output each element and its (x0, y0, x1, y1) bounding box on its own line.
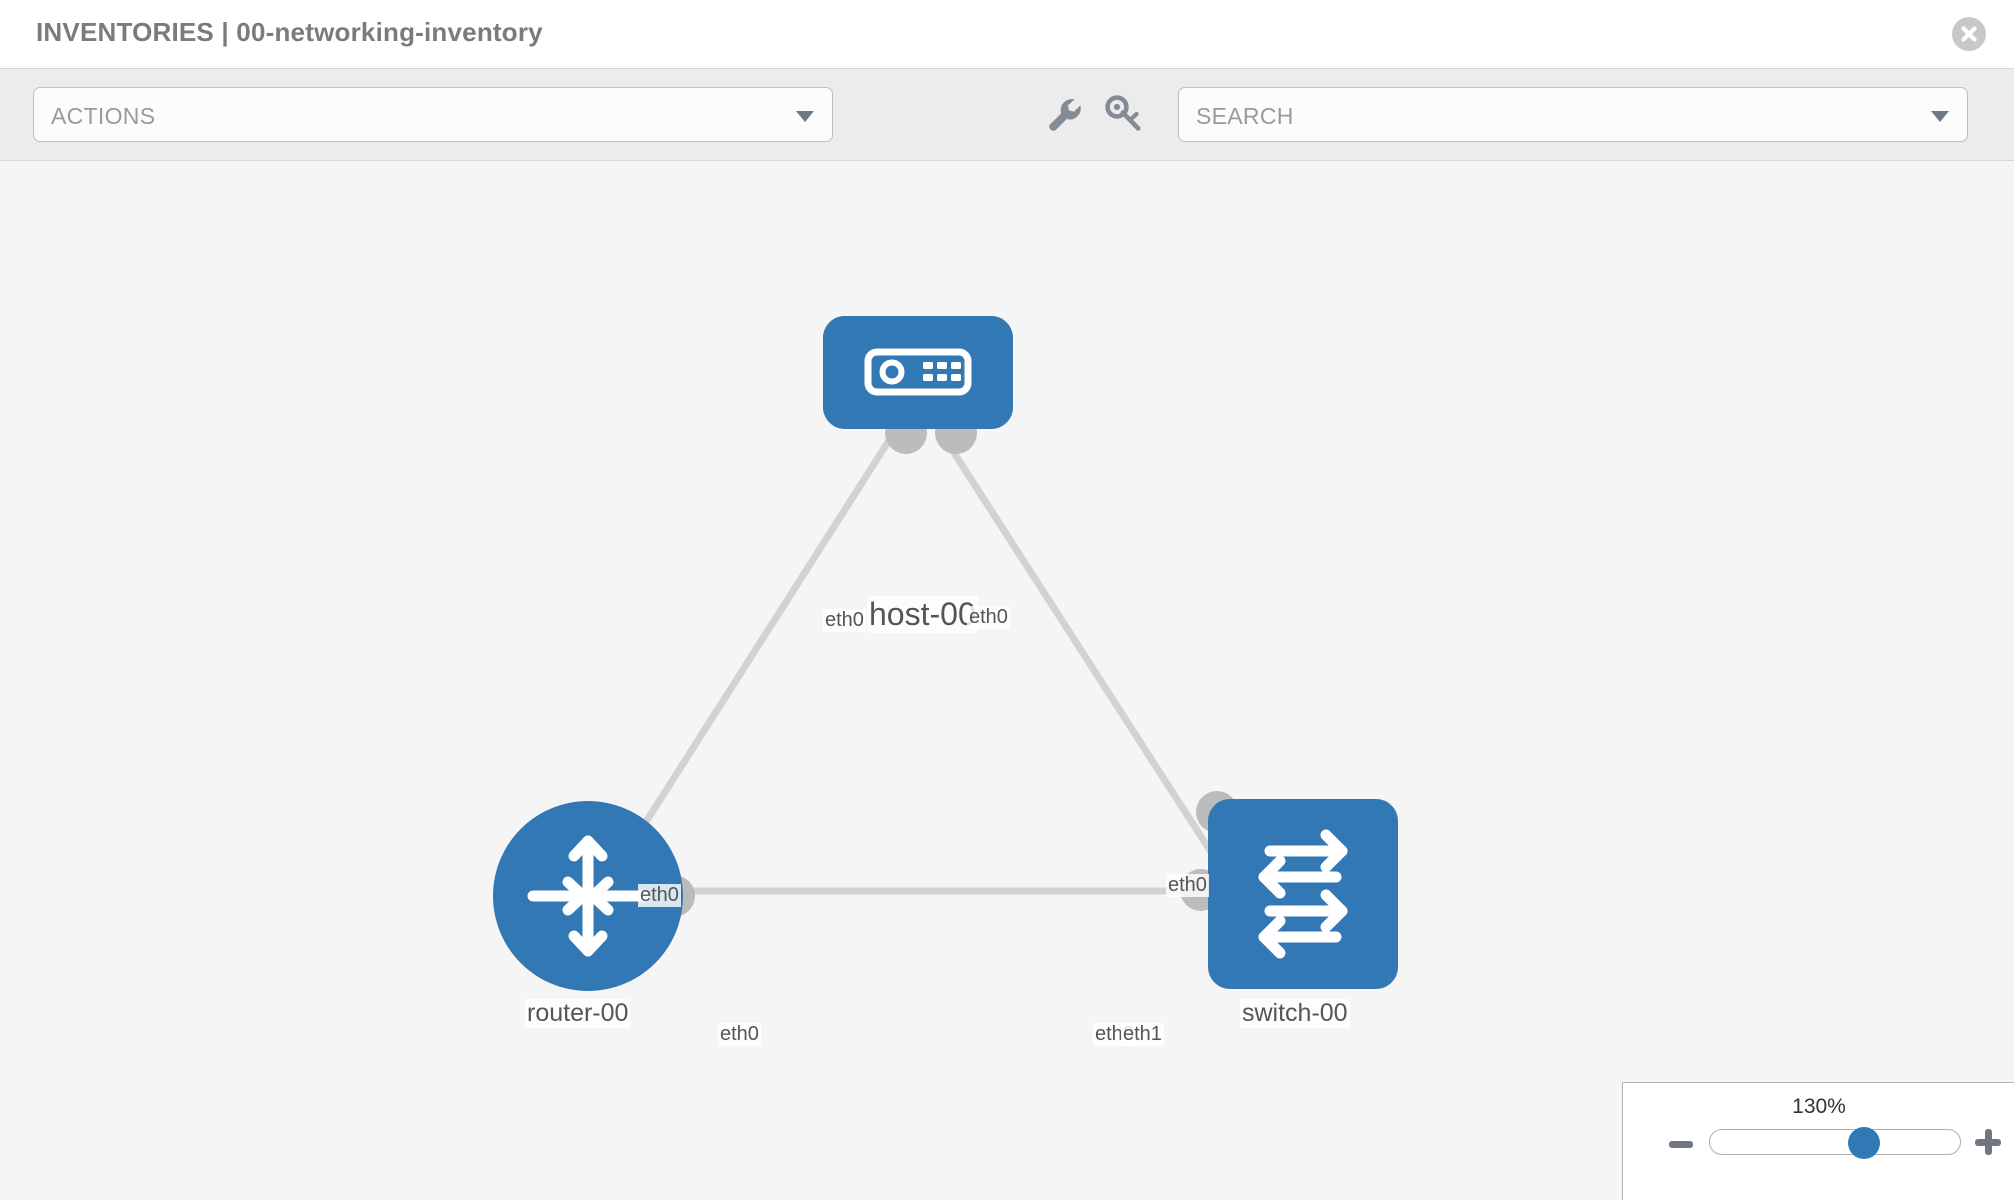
search-input[interactable]: SEARCH (1178, 87, 1968, 142)
zoom-in-button[interactable] (1975, 1129, 2001, 1155)
node-router-00[interactable] (493, 801, 695, 991)
node-switch-00-label: switch-00 (1240, 999, 1350, 1028)
edge-host-router[interactable] (597, 429, 898, 896)
edge-label-router-up-eth0: eth0 (638, 884, 681, 907)
node-switch-00-shape (1208, 799, 1398, 989)
chevron-down-icon (1931, 111, 1949, 122)
chevron-down-icon (796, 111, 814, 122)
edge-host-switch[interactable] (937, 429, 1241, 896)
close-icon[interactable] (1952, 17, 1986, 51)
search-placeholder: SEARCH (1196, 103, 1294, 129)
node-switch-00[interactable] (1180, 791, 1398, 989)
topology-edges (597, 429, 1241, 896)
edge-label-host-right-eth0: eth0 (967, 606, 1010, 629)
actions-dropdown-label: ACTIONS (51, 103, 156, 129)
zoom-slider-track[interactable] (1709, 1129, 1961, 1155)
actions-dropdown[interactable]: ACTIONS (33, 87, 833, 142)
edge-label-switch-left-eth1: eth1 (1121, 1023, 1164, 1046)
topology-canvas[interactable]: eth0 host-00 eth0 eth0 eth0 router-00 (0, 161, 2014, 1200)
zoom-level-value: 130% (1792, 1095, 1846, 1118)
zoom-control-panel: 130% (1622, 1082, 2014, 1200)
toolbar: ACTIONS SEARCH (0, 69, 2014, 161)
page-title: INVENTORIES | 00-networking-inventory (36, 17, 543, 47)
server-icon-front (864, 348, 972, 396)
node-host-00-shape-front (823, 316, 1013, 429)
node-host-00-label: host-00 (867, 596, 978, 633)
node-host-00[interactable] (823, 316, 1013, 491)
router-icon (527, 835, 649, 957)
wrench-icon[interactable] (1041, 91, 1087, 137)
node-router-00-label: router-00 (525, 999, 631, 1028)
edge-label-host-left-eth0: eth0 (823, 609, 866, 632)
page-header: INVENTORIES | 00-networking-inventory (0, 0, 2014, 69)
zoom-out-button[interactable] (1669, 1141, 1693, 1148)
edge-label-switch-up-eth0: eth0 (1166, 874, 1209, 897)
edge-label-router-right-eth0: eth0 (718, 1023, 761, 1046)
switch-icon (1258, 829, 1348, 959)
key-icon[interactable] (1100, 91, 1146, 137)
zoom-slider-thumb[interactable] (1847, 1127, 1880, 1159)
